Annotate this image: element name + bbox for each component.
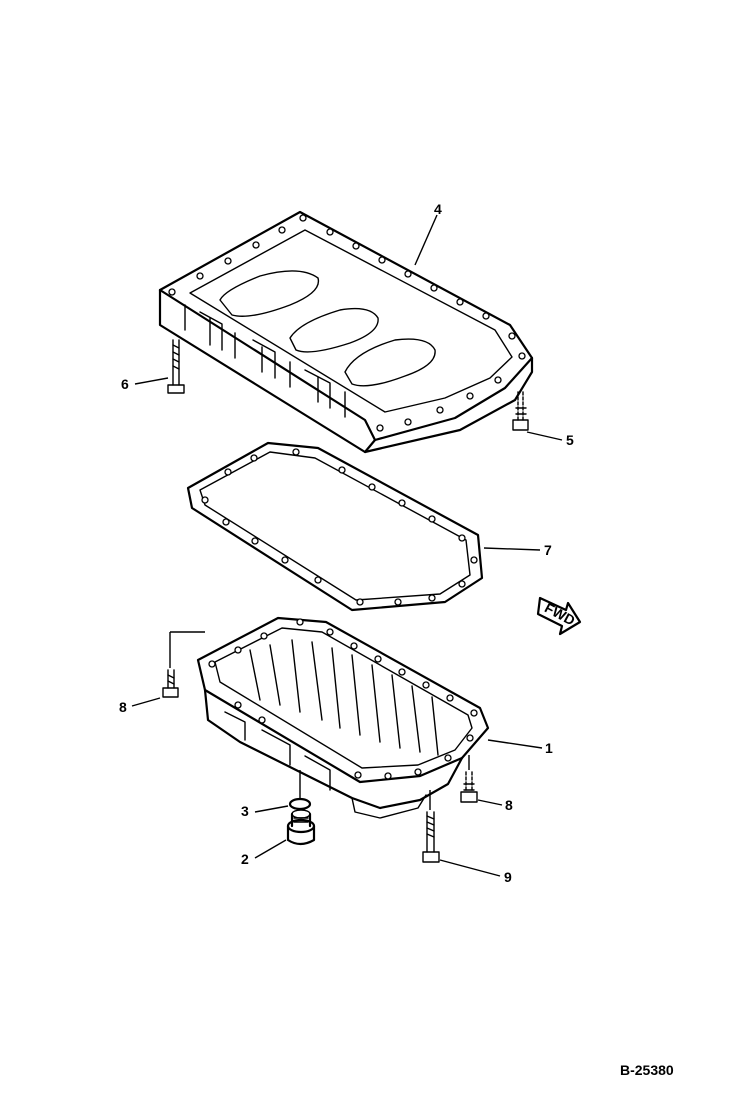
callout-labels: 4 5 6 7 1 8 8 3 2 9 bbox=[119, 201, 574, 885]
callout-7: 7 bbox=[544, 542, 552, 558]
callout-8-left: 8 bbox=[119, 699, 127, 715]
callout-9: 9 bbox=[504, 869, 512, 885]
bolt-5 bbox=[512, 391, 529, 431]
callout-5: 5 bbox=[566, 432, 574, 448]
bolt-8-right bbox=[460, 755, 478, 803]
callout-6: 6 bbox=[121, 376, 129, 392]
bolt-8-left bbox=[162, 631, 205, 698]
bolt-9 bbox=[422, 790, 440, 863]
drain-plug bbox=[286, 809, 316, 846]
forward-direction-arrow: FWD bbox=[536, 596, 582, 636]
bolt-6 bbox=[167, 339, 185, 394]
callout-3: 3 bbox=[241, 803, 249, 819]
callout-8-right: 8 bbox=[505, 797, 513, 813]
lower-oil-pan bbox=[196, 616, 490, 819]
gasket-bolt-holes bbox=[201, 448, 478, 606]
pan-bolt-holes bbox=[208, 618, 478, 780]
o-ring bbox=[288, 770, 312, 811]
callout-leaders bbox=[131, 214, 563, 877]
callout-2: 2 bbox=[241, 851, 249, 867]
callout-1: 1 bbox=[545, 740, 553, 756]
reference-code: B-25380 bbox=[620, 1062, 674, 1078]
upper-oil-pan-frame bbox=[158, 210, 534, 454]
gasket bbox=[186, 441, 484, 612]
callout-4: 4 bbox=[434, 201, 442, 217]
frame-bolt-holes bbox=[168, 214, 526, 432]
